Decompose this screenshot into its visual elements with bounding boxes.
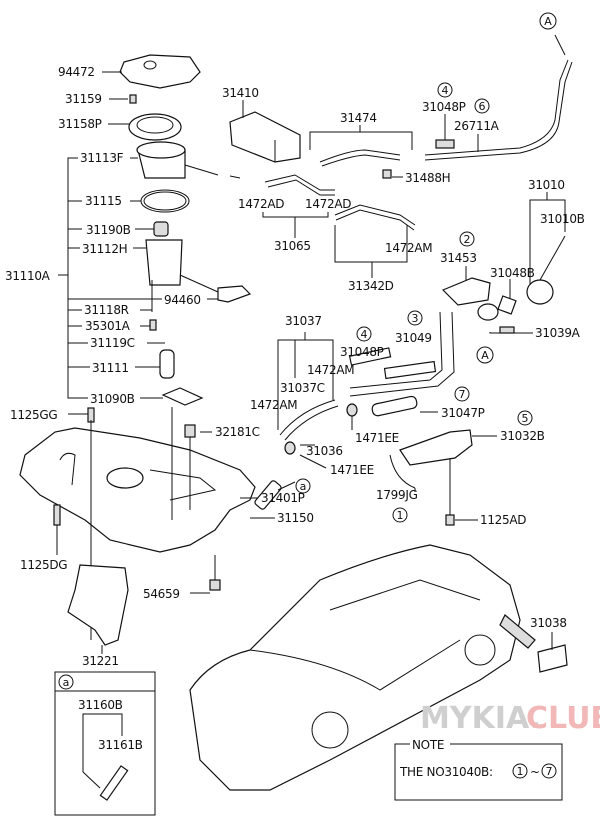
pump-motor-shape bbox=[159, 349, 175, 379]
label-1125GG: 1125GG bbox=[10, 408, 57, 422]
bracket-shape bbox=[399, 429, 473, 466]
label-31047P: 31047P bbox=[441, 406, 485, 420]
note-range-end: 7 bbox=[546, 765, 553, 778]
vapor-hose-shape bbox=[319, 149, 401, 163]
label-31160B: 31160B bbox=[78, 698, 123, 712]
callout-a-tank: a bbox=[300, 480, 307, 493]
label-31115: 31115 bbox=[85, 194, 122, 208]
label-1472AM-1: 1472AM bbox=[385, 241, 432, 255]
label-94460: 94460 bbox=[164, 293, 201, 307]
lock-ring-shape bbox=[128, 113, 182, 141]
note-box: NOTE THE NO31040B: 1 ~ 7 bbox=[394, 738, 563, 801]
callout-2: 2 bbox=[464, 233, 471, 246]
label-1125DG: 1125DG bbox=[20, 558, 67, 572]
label-31190B: 31190B bbox=[86, 223, 131, 237]
callout-7: 7 bbox=[459, 388, 466, 401]
label-31113F: 31113F bbox=[80, 151, 124, 165]
filter-cap-shape bbox=[153, 221, 169, 237]
label-31065: 31065 bbox=[274, 239, 311, 253]
protector-shape bbox=[67, 564, 129, 646]
cover-plate-shape bbox=[119, 54, 201, 89]
callout-3: 3 bbox=[412, 312, 419, 325]
callout-5: 5 bbox=[522, 412, 529, 425]
label-1471EE-1: 1471EE bbox=[355, 431, 399, 445]
part-drawings bbox=[19, 34, 573, 816]
label-35301A: 35301A bbox=[85, 319, 131, 333]
label-31474: 31474 bbox=[340, 111, 377, 125]
label-1472AM-2: 1472AM bbox=[307, 363, 354, 377]
label-1125AD: 1125AD bbox=[480, 513, 526, 527]
label-31048B: 31048B bbox=[490, 266, 535, 280]
label-32181C: 32181C bbox=[215, 425, 260, 439]
label-31119C: 31119C bbox=[90, 336, 135, 350]
label-31037C: 31037C bbox=[280, 381, 325, 395]
label-31112H: 31112H bbox=[82, 242, 127, 256]
label-31048P-2: 31048P bbox=[340, 345, 384, 359]
filler-housing-shape bbox=[441, 277, 491, 306]
label-31010: 31010 bbox=[528, 178, 565, 192]
callout-4-top: 4 bbox=[442, 84, 449, 97]
leader-lines bbox=[58, 71, 566, 650]
label-31159: 31159 bbox=[65, 92, 102, 106]
label-1472AD-2: 1472AD bbox=[305, 197, 351, 211]
label-31342D: 31342D bbox=[348, 279, 394, 293]
label-31401P: 31401P bbox=[261, 491, 305, 505]
callout-1: 1 bbox=[397, 509, 404, 522]
label-31410: 31410 bbox=[222, 86, 259, 100]
watermark-text-2: CLUB bbox=[526, 701, 600, 736]
callout-6: 6 bbox=[479, 100, 486, 113]
label-31453: 31453 bbox=[440, 251, 477, 265]
label-54659: 54659 bbox=[143, 587, 180, 601]
label-1472AM-3: 1472AM bbox=[250, 398, 297, 412]
note-text: THE NO31040B: bbox=[399, 765, 493, 779]
watermark: MYKIA. CLUB bbox=[420, 701, 600, 736]
strainer-shape bbox=[161, 387, 204, 406]
label-31032B: 31032B bbox=[500, 429, 545, 443]
car-shape bbox=[189, 544, 521, 791]
label-31010B: 31010B bbox=[540, 212, 585, 226]
label-31036: 31036 bbox=[306, 444, 343, 458]
fuel-tank-shape bbox=[19, 427, 256, 553]
pump-body-shape bbox=[145, 239, 183, 286]
sensor-shape bbox=[149, 319, 157, 331]
label-1799JG: 1799JG bbox=[376, 488, 418, 502]
watermark-text-1: MYKIA. bbox=[420, 701, 541, 736]
label-31150: 31150 bbox=[277, 511, 314, 525]
label-31037: 31037 bbox=[285, 314, 322, 328]
bolt-shape bbox=[129, 94, 137, 104]
note-title: NOTE bbox=[412, 738, 444, 752]
callouts: A A 4 6 2 3 4 7 5 a 1 a bbox=[58, 12, 557, 690]
callout-4: 4 bbox=[361, 328, 368, 341]
callout-A-filler: A bbox=[481, 349, 489, 362]
label-31221: 31221 bbox=[82, 654, 119, 668]
label-31039A: 31039A bbox=[535, 326, 581, 340]
label-31049: 31049 bbox=[395, 331, 432, 345]
label-31158P: 31158P bbox=[58, 117, 102, 131]
detail-box-a bbox=[54, 671, 156, 816]
label-1471EE-2: 1471EE bbox=[330, 463, 374, 477]
gasket-shape bbox=[140, 189, 190, 213]
callout-a-box: a bbox=[63, 676, 70, 689]
label-31090B: 31090B bbox=[90, 392, 135, 406]
label-1472AD-1: 1472AD bbox=[238, 197, 284, 211]
label-31111: 31111 bbox=[92, 361, 129, 375]
label-94472: 94472 bbox=[58, 65, 95, 79]
fuel-cap-shape bbox=[526, 279, 554, 305]
label-31488H: 31488H bbox=[405, 171, 450, 185]
sender-shape bbox=[217, 285, 252, 303]
label-31048P-1: 31048P bbox=[422, 100, 466, 114]
label-31110A: 31110A bbox=[5, 269, 51, 283]
note-range-sep: ~ bbox=[530, 765, 540, 779]
canister-shape bbox=[229, 111, 301, 163]
label-26711A: 26711A bbox=[454, 119, 500, 133]
label-31161B: 31161B bbox=[98, 738, 143, 752]
note-range-start: 1 bbox=[517, 765, 524, 778]
label-31118R: 31118R bbox=[84, 303, 129, 317]
label-31038: 31038 bbox=[530, 616, 567, 630]
callout-A-top: A bbox=[544, 15, 552, 28]
part-labels: 94472 31159 31158P 31113F 31115 31190B 3… bbox=[5, 65, 585, 752]
